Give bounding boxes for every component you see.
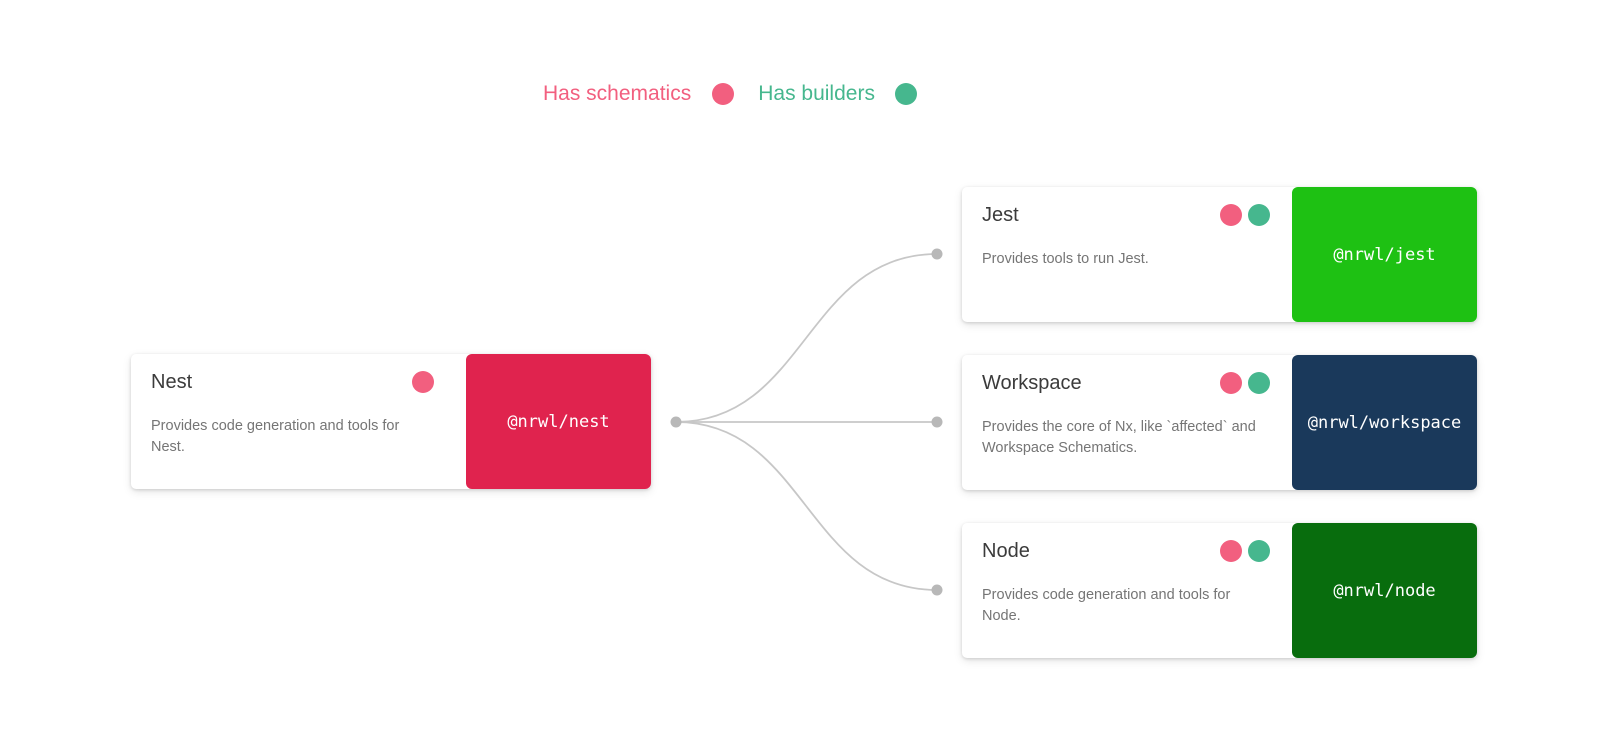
node-card-workspace: Workspace Provides the core of Nx, like …: [962, 355, 1477, 490]
capability-dots-workspace: [1220, 372, 1270, 394]
node-card-jest-body: Jest Provides tools to run Jest.: [962, 187, 1292, 322]
edge-endpoint-dot-workspace: [931, 416, 943, 428]
legend-label-schematics: Has schematics: [543, 82, 692, 105]
node-description-workspace: Provides the core of Nx, like `affected`…: [982, 419, 1256, 456]
node-title-jest: Jest: [982, 204, 1019, 226]
builders-dot-icon: [1248, 204, 1270, 226]
node-title-node: Node: [982, 540, 1030, 562]
node-title-workspace: Workspace: [982, 372, 1082, 394]
package-badge-node: @nrwl/node: [1292, 523, 1477, 658]
schematics-dot-icon: [1220, 540, 1242, 562]
node-card-jest: Jest Provides tools to run Jest. @nrwl/j…: [962, 187, 1477, 322]
capability-dots-nest: [412, 371, 434, 393]
package-badge-workspace: @nrwl/workspace: [1292, 355, 1477, 490]
node-card-nest-body: Nest Provides code generation and tools …: [131, 354, 466, 489]
node-card-node: Node Provides code generation and tools …: [962, 523, 1477, 658]
package-badge-nest: @nrwl/nest: [466, 354, 651, 489]
package-badge-jest: @nrwl/jest: [1292, 187, 1477, 322]
capability-dots-jest: [1220, 204, 1270, 226]
schematics-dot-icon: [412, 371, 434, 393]
node-card-node-body: Node Provides code generation and tools …: [962, 523, 1292, 658]
builders-dot-icon: [894, 83, 917, 105]
builders-dot-icon: [1248, 540, 1270, 562]
node-title-nest: Nest: [151, 371, 193, 393]
edge-source-dot: [670, 416, 682, 428]
node-card-workspace-body: Workspace Provides the core of Nx, like …: [962, 355, 1292, 490]
edge-nest-jest: [675, 253, 938, 423]
node-description-nest: Provides code generation and tools for N…: [151, 418, 400, 455]
edge-endpoint-dot-node: [931, 584, 943, 596]
schematics-dot-icon: [712, 83, 735, 105]
schematics-dot-icon: [1220, 204, 1242, 226]
builders-dot-icon: [1248, 372, 1270, 394]
legend-label-builders: Has builders: [758, 82, 875, 105]
legend: Has schematics Has builders: [543, 82, 917, 106]
node-card-nest: Nest Provides code generation and tools …: [131, 354, 651, 489]
node-description-jest: Provides tools to run Jest.: [982, 251, 1149, 267]
schematics-dot-icon: [1220, 372, 1242, 394]
capability-dots-node: [1220, 540, 1270, 562]
edge-endpoint-dot-jest: [931, 248, 943, 260]
edge-nest-node: [675, 421, 938, 591]
node-description-node: Provides code generation and tools for N…: [982, 587, 1231, 624]
